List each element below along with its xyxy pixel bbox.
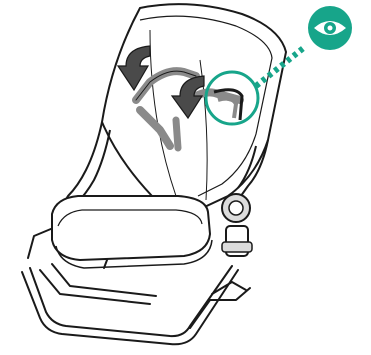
seat-cushion: [52, 196, 212, 268]
eye-icon: [308, 6, 352, 50]
side-hub: [222, 194, 252, 256]
